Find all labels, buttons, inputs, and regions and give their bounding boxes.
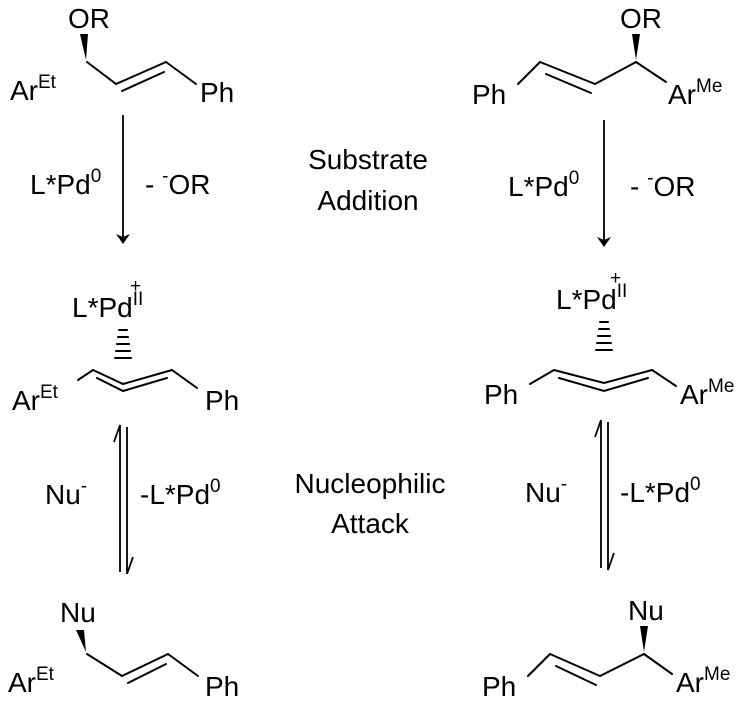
right-substrate-double-bond-inner <box>545 73 592 94</box>
right-product-wedge-bond <box>640 626 648 652</box>
right-complex-allyl-inner <box>558 377 649 393</box>
right-product-bond <box>599 653 645 677</box>
right-substrate-aryl: ArMe <box>668 76 722 110</box>
left-product-bond <box>86 653 123 677</box>
right-complex-phenyl: Ph <box>484 379 518 410</box>
right-pd-complex: + L*PdII Ph ArMe <box>484 268 734 410</box>
right-product-double-bond <box>549 653 601 677</box>
right-nucleophile-label: Nu- <box>525 474 567 508</box>
left-complex-bond-ph <box>171 369 198 389</box>
left-equilibrium-arrow <box>113 424 134 575</box>
right-product-nu-label: Nu <box>628 595 664 626</box>
right-complex-metal: L*PdII <box>556 281 627 315</box>
right-substrate-double-bond <box>539 61 596 85</box>
left-complex-hashed-bond <box>114 329 132 359</box>
left-product-phenyl: Ph <box>205 671 239 702</box>
left-product-nu-label: Nu <box>60 597 96 628</box>
right-addition-leaving-group: - -OR <box>630 168 695 202</box>
step1-label-line1: Substrate <box>308 144 428 175</box>
right-substrate-bond <box>594 61 637 85</box>
right-complex-allyl-outer <box>553 369 653 385</box>
left-addition-reagent: L*Pd0 <box>30 166 101 200</box>
left-substrate-double-bond-inner <box>121 71 165 92</box>
right-complex-aryl: ArMe <box>680 376 734 410</box>
left-substrate-double-bond <box>115 61 167 85</box>
right-pd-loss-label: -L*Pd0 <box>620 474 701 508</box>
left-complex-charge: + <box>130 276 141 297</box>
left-nucleophile-label: Nu- <box>45 476 87 510</box>
right-product-bond-ph <box>527 653 551 677</box>
right-complex-hashed-bond <box>595 321 613 351</box>
left-substrate-bond-ph <box>165 61 197 85</box>
right-equilibrium-arrow <box>594 419 615 571</box>
right-complex-bond-ph <box>529 369 555 385</box>
left-complex-aryl: ArEt <box>12 382 59 416</box>
right-addition-reagent: L*Pd0 <box>508 168 579 202</box>
step2-label-line1: Nucleophilic <box>295 468 446 499</box>
step2-label-line2: Attack <box>331 508 410 539</box>
right-complex-charge: + <box>610 268 621 289</box>
left-product-aryl: ArEt <box>8 664 55 698</box>
left-complex-bond <box>77 369 94 381</box>
left-complex-allyl-inner <box>96 377 168 393</box>
left-product-double-bond <box>121 653 169 677</box>
left-complex-metal: L*PdII <box>72 289 143 323</box>
left-pd-loss-label: -L*Pd0 <box>140 476 221 510</box>
right-substrate-phenyl: Ph <box>472 79 506 110</box>
left-complex-allyl-outer <box>92 369 173 386</box>
left-substrate: OR ArEt Ph <box>10 3 234 108</box>
left-product-double-bond-inner <box>127 663 167 684</box>
right-substrate-bond-ar <box>635 61 667 83</box>
right-substrate: OR Ph ArMe <box>472 3 722 110</box>
right-complex-bond-ar <box>651 369 677 387</box>
left-substrate-phenyl: Ph <box>200 77 234 108</box>
right-product: Nu Ph ArMe <box>482 595 730 702</box>
left-product-wedge-bond <box>76 630 86 652</box>
left-substrate-wedge-bond <box>80 34 88 60</box>
right-substrate-wedge-bond <box>632 34 640 60</box>
left-substrate-bond <box>86 61 117 85</box>
left-substrate-or-label: OR <box>68 3 110 34</box>
right-product-bond-ar <box>643 653 673 675</box>
right-substrate-bond-ph <box>517 61 541 85</box>
left-product-bond-ph <box>167 653 199 677</box>
step1-label-line2: Addition <box>317 185 418 216</box>
left-substrate-aryl: ArEt <box>10 72 57 106</box>
left-complex-phenyl: Ph <box>205 385 239 416</box>
right-product-aryl: ArMe <box>676 664 730 698</box>
right-product-double-bond-inner <box>555 665 597 686</box>
left-product: Nu ArEt Ph <box>8 597 239 702</box>
left-pd-complex: + L*PdII ArEt Ph <box>12 276 239 416</box>
right-product-phenyl: Ph <box>482 671 516 702</box>
left-addition-leaving-group: - -OR <box>145 166 210 200</box>
right-substrate-or-label: OR <box>620 3 662 34</box>
